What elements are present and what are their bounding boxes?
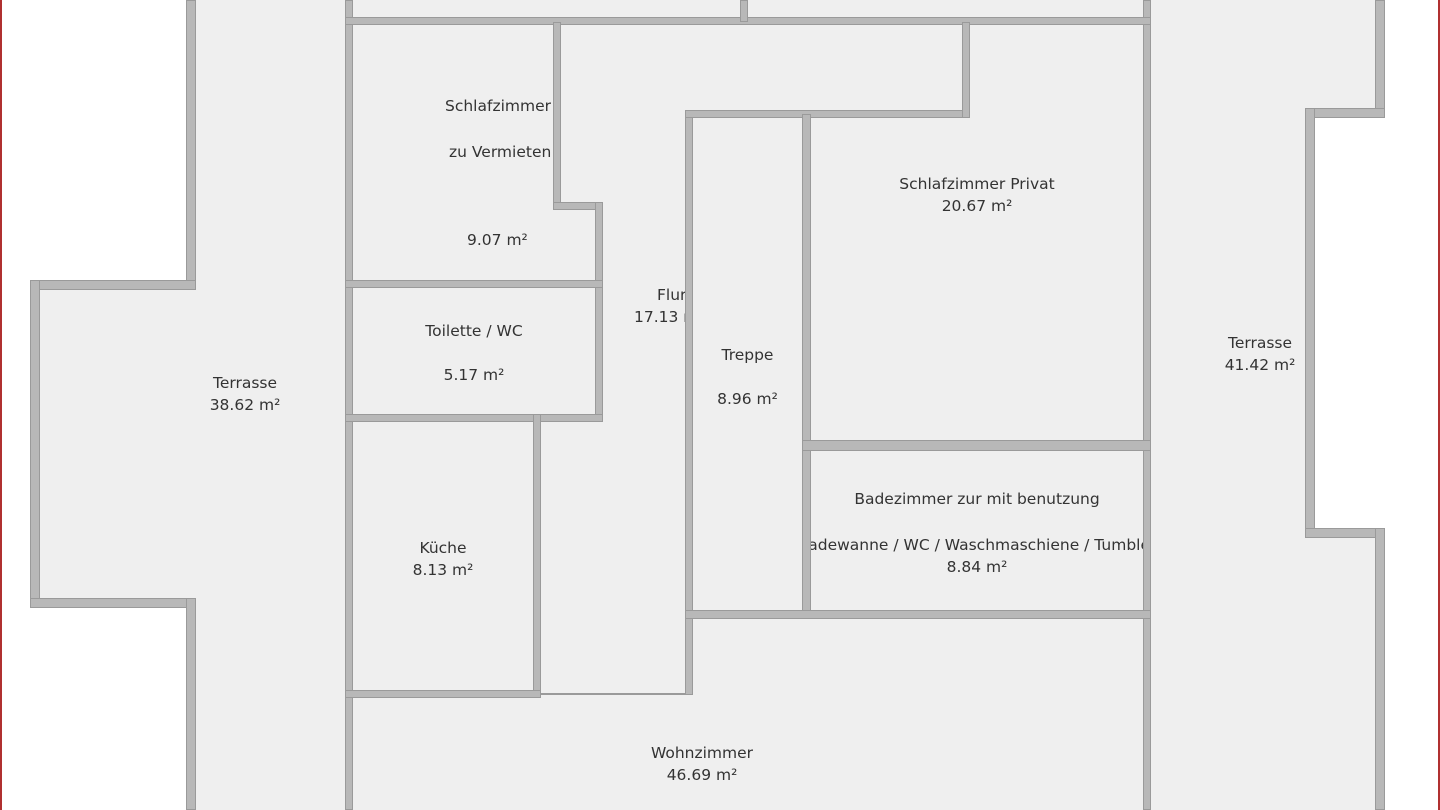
room-details: Badewanne / WC / Waschmaschiene / Tumble… — [811, 536, 1143, 554]
wall — [345, 17, 1151, 25]
room-badezimmer: Badezimmer zur mit benutzung Badewanne /… — [811, 488, 1143, 580]
room-terrasse-rechts: Terrasse 41.42 m² — [1185, 332, 1335, 376]
wall — [685, 610, 1151, 619]
room-area: 8.13 m² — [412, 561, 474, 579]
wall — [533, 414, 541, 698]
room-name: Terrasse — [1227, 334, 1293, 352]
room-schlafzimmer-privat: Schlafzimmer Privat 20.67 m² — [811, 173, 1143, 217]
wall — [685, 110, 693, 695]
frame-left-edge — [0, 0, 2, 810]
wall — [802, 440, 1151, 451]
room-terrasse-links: Terrasse 38.62 m² — [170, 372, 320, 416]
room-name: Badezimmer zur mit benutzung — [854, 490, 1100, 508]
room-name: Flur — [657, 286, 685, 304]
room-flur: Flur 17.13 m² — [600, 284, 685, 334]
wall — [345, 690, 541, 698]
room-name: Wohnzimmer — [650, 744, 754, 762]
floor-left-terrace-wing — [35, 285, 195, 603]
wall — [345, 0, 353, 810]
wall-line — [541, 693, 690, 695]
room-area: 8.84 m² — [946, 558, 1008, 576]
room-kueche: Küche 8.13 m² — [353, 537, 533, 581]
room-name: Toilette / WC — [425, 322, 523, 340]
wall — [595, 202, 603, 422]
wall — [1305, 108, 1385, 118]
wall — [1375, 0, 1385, 118]
room-schlafzimmer-vermieter: Schlafzimmer zu Vermieten 9.07 m² — [353, 95, 553, 265]
frame-right-edge — [1438, 0, 1440, 810]
wall — [186, 0, 196, 290]
floor-left-terrace-upper — [191, 0, 351, 810]
room-name: Terrasse — [212, 374, 278, 392]
wall — [553, 202, 602, 210]
room-area: 5.17 m² — [443, 366, 505, 384]
wall — [1375, 528, 1385, 810]
room-area: 8.96 m² — [717, 390, 778, 408]
wall — [345, 414, 603, 422]
right-terrace-cutout — [1310, 113, 1380, 533]
wall — [30, 280, 40, 608]
room-treppe: Treppe 8.96 m² — [693, 344, 802, 410]
floor-building — [349, 0, 1147, 810]
room-area: 46.69 m² — [666, 766, 738, 784]
wall — [1305, 528, 1385, 538]
room-area: 17.13 m² — [634, 308, 685, 326]
room-toilette: Toilette / WC 5.17 m² — [353, 320, 595, 386]
room-area: 41.42 m² — [1224, 356, 1296, 374]
room-name: Schlafzimmer — [445, 97, 551, 115]
wall — [30, 280, 196, 290]
wall — [186, 598, 196, 810]
wall — [962, 22, 970, 118]
wall — [553, 22, 561, 210]
room-area: 38.62 m² — [209, 396, 281, 414]
room-area: 20.67 m² — [941, 197, 1013, 215]
room-wohnzimmer: Wohnzimmer 46.69 m² — [602, 742, 802, 786]
room-name: Treppe — [721, 346, 774, 364]
wall — [345, 280, 603, 288]
room-subtitle: zu Vermieten — [449, 143, 552, 161]
room-name: Schlafzimmer Privat — [899, 175, 1055, 193]
wall — [685, 110, 970, 118]
wall — [802, 114, 811, 617]
wall — [1143, 0, 1151, 810]
wall — [1305, 108, 1315, 538]
room-name: Küche — [419, 539, 467, 557]
wall — [30, 598, 196, 608]
room-area: 9.07 m² — [467, 231, 528, 249]
wall — [740, 0, 748, 22]
